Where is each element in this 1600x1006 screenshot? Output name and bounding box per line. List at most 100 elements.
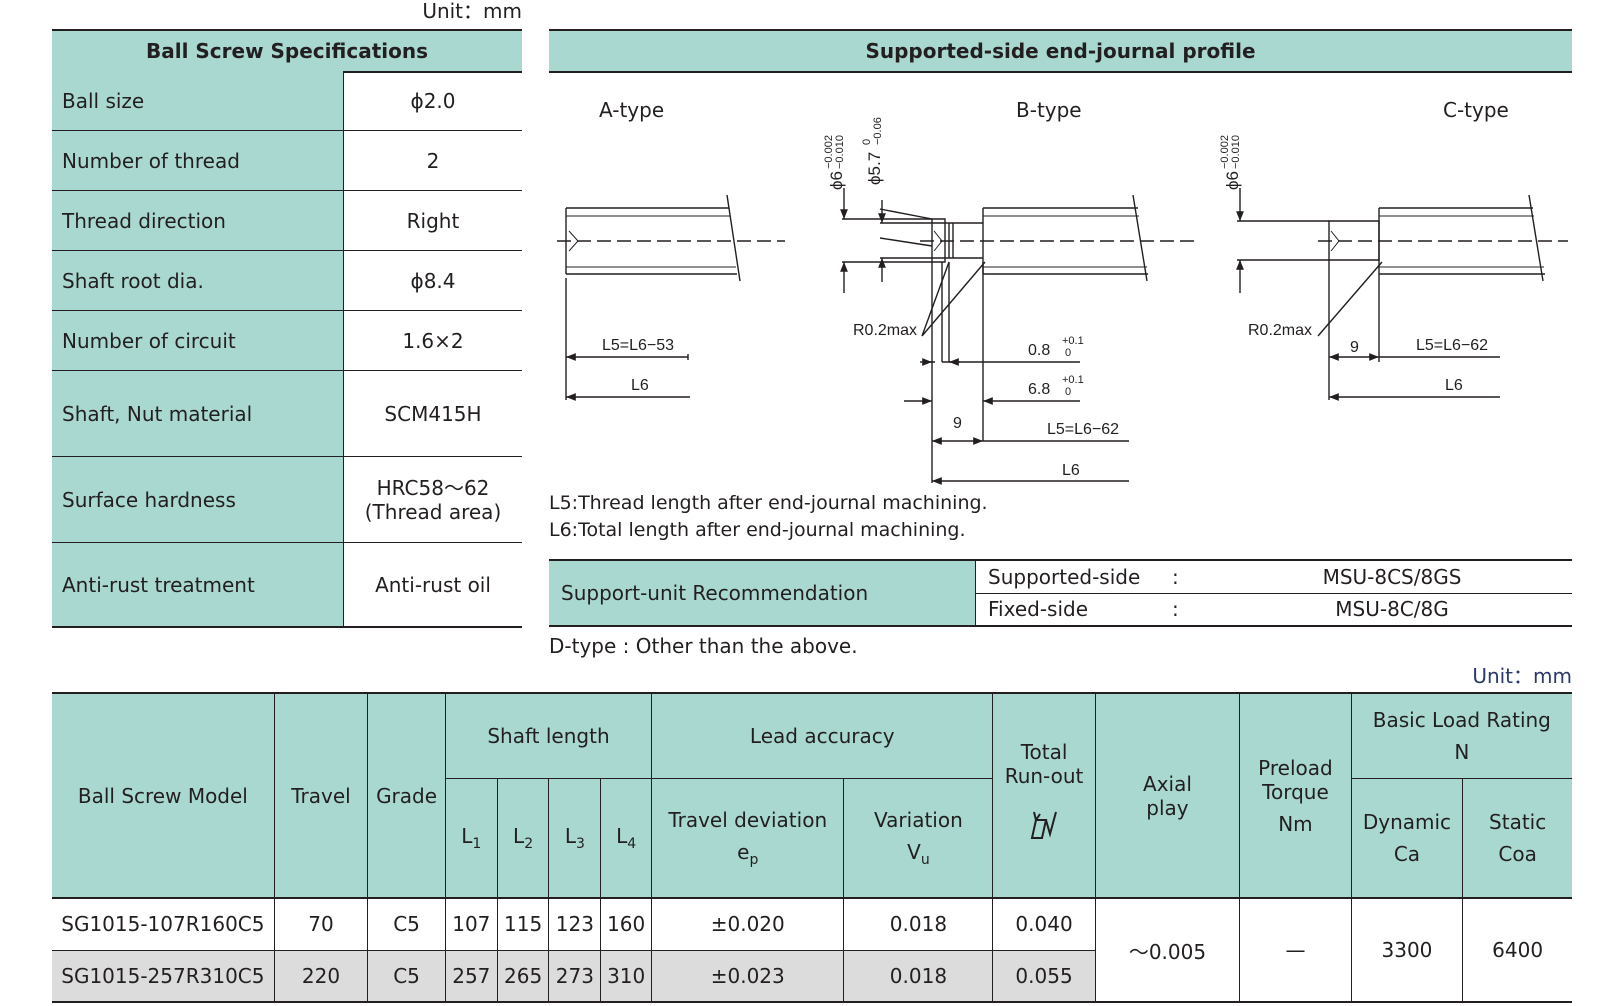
spec-value: Anti-rust oil [343, 543, 522, 626]
header-l2: L2 [496, 777, 550, 899]
header-l3: L3 [548, 777, 602, 899]
b-phi6-label: ϕ6 [827, 171, 846, 190]
spec-row: Surface hardness HRC58～62 (Thread area) [52, 457, 522, 543]
d-type-note: D-type : Other than the above. [549, 634, 858, 658]
cell-l3: 273 [548, 949, 602, 1003]
cell-model: SG1015-107R160C5 [52, 897, 275, 951]
rec-colon: : [1172, 597, 1179, 622]
cell-l3: 123 [548, 897, 602, 951]
spec-value: Right [343, 191, 522, 250]
support-unit-recommendation: Support-unit Recommendation Supported-si… [549, 559, 1572, 627]
header-basic-load-rating: Basic Load Rating N [1350, 692, 1572, 779]
profile-title: Supported-side end-journal profile [549, 29, 1572, 73]
ball-screw-table: Ball Screw Model Travel Grade Shaft leng… [52, 692, 1572, 1003]
header-axial-play: Axial play [1094, 692, 1241, 899]
header-lead-accuracy: Lead accuracy [651, 692, 994, 779]
rec-fixed-key: Fixed-side [988, 597, 1089, 622]
spec-value: ϕ8.4 [343, 251, 522, 310]
b-l6-dimension: L6 [1062, 462, 1080, 479]
table-row: SG1015-107R160C5 70 C5 107 115 123 160 ±… [52, 897, 1572, 1003]
rec-label: Support-unit Recommendation [549, 561, 976, 625]
spec-row: Number of circuit 1.6×2 [52, 311, 522, 371]
b-phi6-tol-upper: −0.002 [823, 135, 835, 169]
a-l5-dimension: L5=L6−53 [602, 337, 674, 354]
b-9-dimension: 9 [953, 415, 962, 432]
spec-row: Number of thread 2 [52, 131, 522, 191]
c-type-label: C-type [1443, 98, 1509, 122]
cell-l2: 115 [496, 897, 550, 951]
spec-label: Shaft root dia. [52, 251, 343, 310]
header-shaft-length: Shaft length [444, 692, 653, 779]
spec-label: Number of thread [52, 131, 343, 190]
table-row: SG1015-257R310C5 220 C5 257 265 273 310 … [52, 949, 1572, 1003]
header-total-runout: Total Run-out [992, 692, 1096, 899]
c-phi6-tol-upper: −0.002 [1219, 135, 1231, 169]
cell-runout: 0.055 [992, 949, 1096, 1003]
rec-supported-value: MSU-8CS/8GS [1322, 564, 1462, 589]
b-type-label: B-type [1016, 98, 1082, 122]
total-runout-icon [1030, 811, 1058, 839]
main-unit-label: Unit：mm [1472, 664, 1572, 688]
b-l5-dimension: L5=L6−62 [1047, 421, 1119, 438]
cell-ep: ±0.023 [651, 949, 845, 1003]
spec-row: Shaft root dia. ϕ8.4 [52, 251, 522, 311]
header-dynamic: Dynamic Ca [1350, 777, 1464, 899]
c-l5-dimension: L5=L6−62 [1416, 337, 1488, 354]
cell-dynamic: 3300 [1350, 897, 1464, 1003]
cell-vu: 0.018 [843, 897, 994, 951]
spec-row: Shaft, Nut material SCM415H [52, 371, 522, 457]
spec-value: HRC58～62 (Thread area) [343, 457, 522, 542]
b-phi6-tol-lower: −0.010 [834, 135, 846, 169]
note-l5: L5:Thread length after end-journal machi… [549, 492, 988, 514]
header-static: Static Coa [1462, 777, 1572, 899]
c-phi6-label: ϕ6 [1223, 171, 1242, 190]
spec-value: SCM415H [343, 371, 522, 456]
cell-l4: 160 [600, 897, 653, 951]
cell-vu: 0.018 [843, 949, 994, 1003]
spec-value: 1.6×2 [343, 311, 522, 370]
rec-supported-key: Supported-side [988, 564, 1141, 589]
b-68-tol-zero: 0 [1065, 386, 1071, 398]
c-9-dimension: 9 [1350, 339, 1359, 356]
header-l4: L4 [600, 777, 653, 899]
spec-row: Ball size ϕ2.0 [52, 71, 522, 131]
spec-label: Thread direction [52, 191, 343, 250]
b-68-dimension: 6.8 [1028, 381, 1050, 398]
cell-preload: — [1239, 897, 1352, 1003]
cell-l4: 310 [600, 949, 653, 1003]
b-r02-label: R0.2max [853, 322, 917, 339]
cell-model: SG1015-257R310C5 [52, 949, 275, 1003]
spec-label: Ball size [52, 71, 343, 130]
header-model: Ball Screw Model [52, 692, 275, 899]
cell-ep: ±0.020 [651, 897, 845, 951]
b-68-tol-plus: +0.1 [1062, 374, 1084, 386]
c-phi6-tol-lower: −0.010 [1230, 135, 1242, 169]
note-l6: L6:Total length after end-journal machin… [549, 519, 966, 541]
spec-row: Thread direction Right [52, 191, 522, 251]
cell-l1: 107 [444, 897, 498, 951]
c-r02-label: R0.2max [1248, 322, 1312, 339]
b-phi57-tol-lower: −0.06 [872, 117, 884, 145]
header-grade: Grade [367, 692, 446, 899]
b-phi57-tol-upper: 0 [861, 139, 873, 145]
a-l6-dimension: L6 [631, 377, 649, 394]
header-preload-torque: Preload Torque Nm [1239, 692, 1352, 899]
cell-travel: 70 [273, 897, 369, 951]
spec-label: Shaft, Nut material [52, 371, 343, 456]
spec-label: Number of circuit [52, 311, 343, 370]
rec-fixed-value: MSU-8C/8G [1335, 597, 1449, 622]
spec-value: ϕ2.0 [343, 71, 522, 130]
cell-grade: C5 [367, 949, 446, 1003]
cell-runout: 0.040 [992, 897, 1096, 951]
cell-axial-play: ～0.005 [1094, 897, 1241, 1003]
rec-colon: : [1172, 564, 1179, 589]
cell-static: 6400 [1462, 897, 1572, 1003]
spec-value: 2 [343, 131, 522, 190]
spec-label: Surface hardness [52, 457, 343, 542]
header-variation: Variation Vu [843, 777, 994, 899]
b-08-tol-plus: +0.1 [1062, 335, 1084, 347]
cell-grade: C5 [367, 897, 446, 951]
cell-travel: 220 [273, 949, 369, 1003]
b-phi57-label: ϕ5.7 [865, 152, 884, 185]
